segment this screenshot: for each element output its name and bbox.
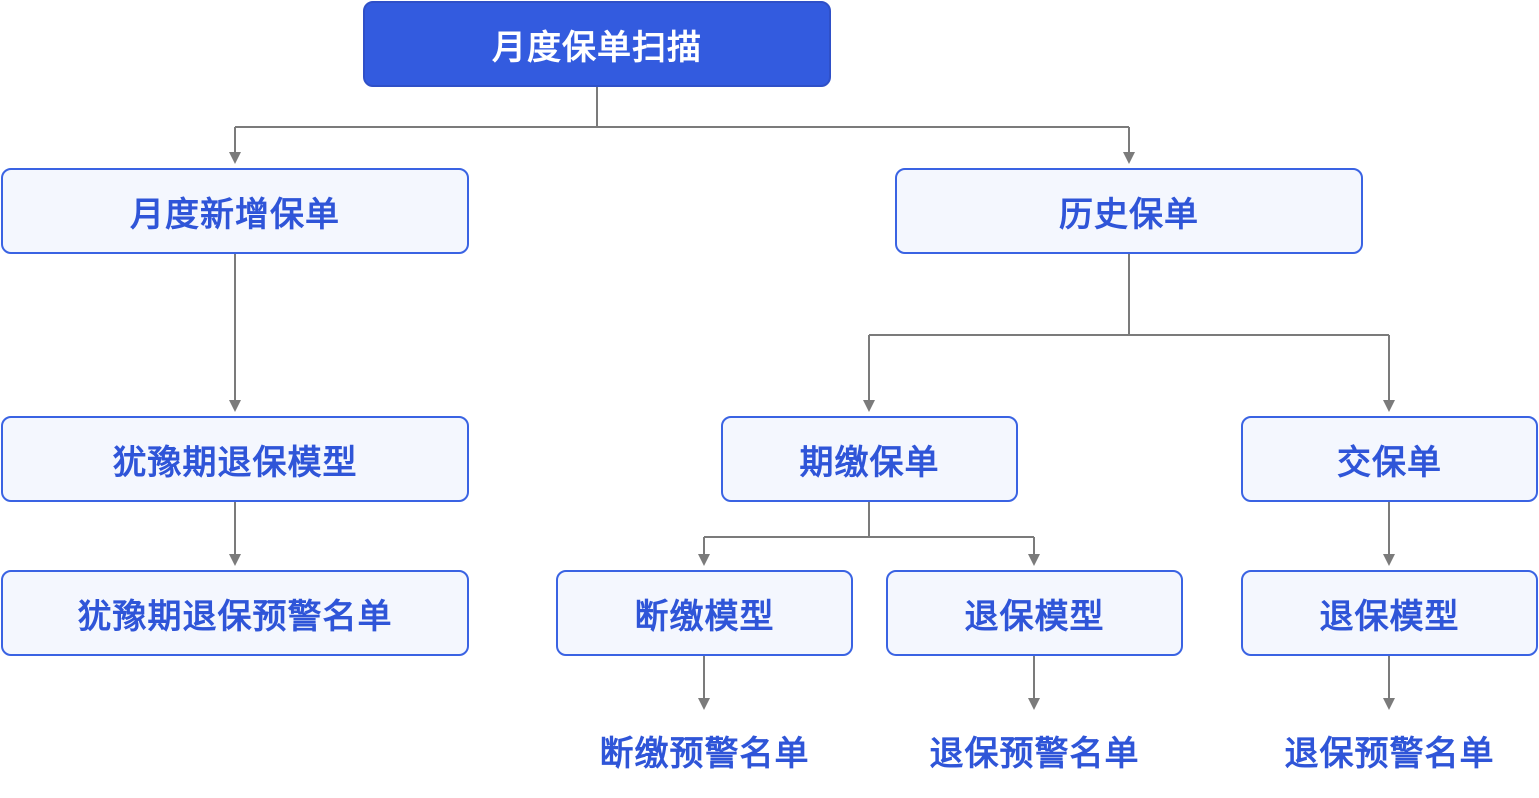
root-node-label: 月度保单扫描: [492, 27, 702, 68]
installment-policy-node[interactable]: 期缴保单: [721, 416, 1018, 502]
surrender-model-installment-node[interactable]: 退保模型: [886, 570, 1183, 656]
surrender-list-single-label: 退保预警名单: [1284, 733, 1495, 774]
new-policy-label: 月度新增保单: [130, 194, 340, 235]
surrender-model-single-label: 退保模型: [1319, 596, 1460, 637]
lapse-model-node[interactable]: 断缴模型: [556, 570, 853, 656]
lapse-list-label: 断缴预警名单: [599, 733, 810, 774]
single-policy-label: 交保单: [1337, 442, 1442, 483]
history-policy-node[interactable]: 历史保单: [895, 168, 1363, 254]
new-policy-node[interactable]: 月度新增保单: [1, 168, 469, 254]
installment-policy-label: 期缴保单: [799, 442, 940, 483]
surrender-model-single-node[interactable]: 退保模型: [1241, 570, 1538, 656]
root-node[interactable]: 月度保单扫描: [363, 1, 831, 87]
single-policy-node[interactable]: 交保单: [1241, 416, 1538, 502]
surrender-list-installment-label: 退保预警名单: [929, 733, 1140, 774]
cooling-model-node[interactable]: 犹豫期退保模型: [1, 416, 469, 502]
surrender-model-installment-label: 退保模型: [964, 596, 1105, 637]
cooling-list-node[interactable]: 犹豫期退保预警名单: [1, 570, 469, 656]
cooling-list-label: 犹豫期退保预警名单: [77, 596, 393, 637]
history-policy-label: 历史保单: [1059, 194, 1199, 235]
cooling-model-label: 犹豫期退保模型: [112, 442, 358, 483]
lapse-model-label: 断缴模型: [634, 596, 775, 637]
